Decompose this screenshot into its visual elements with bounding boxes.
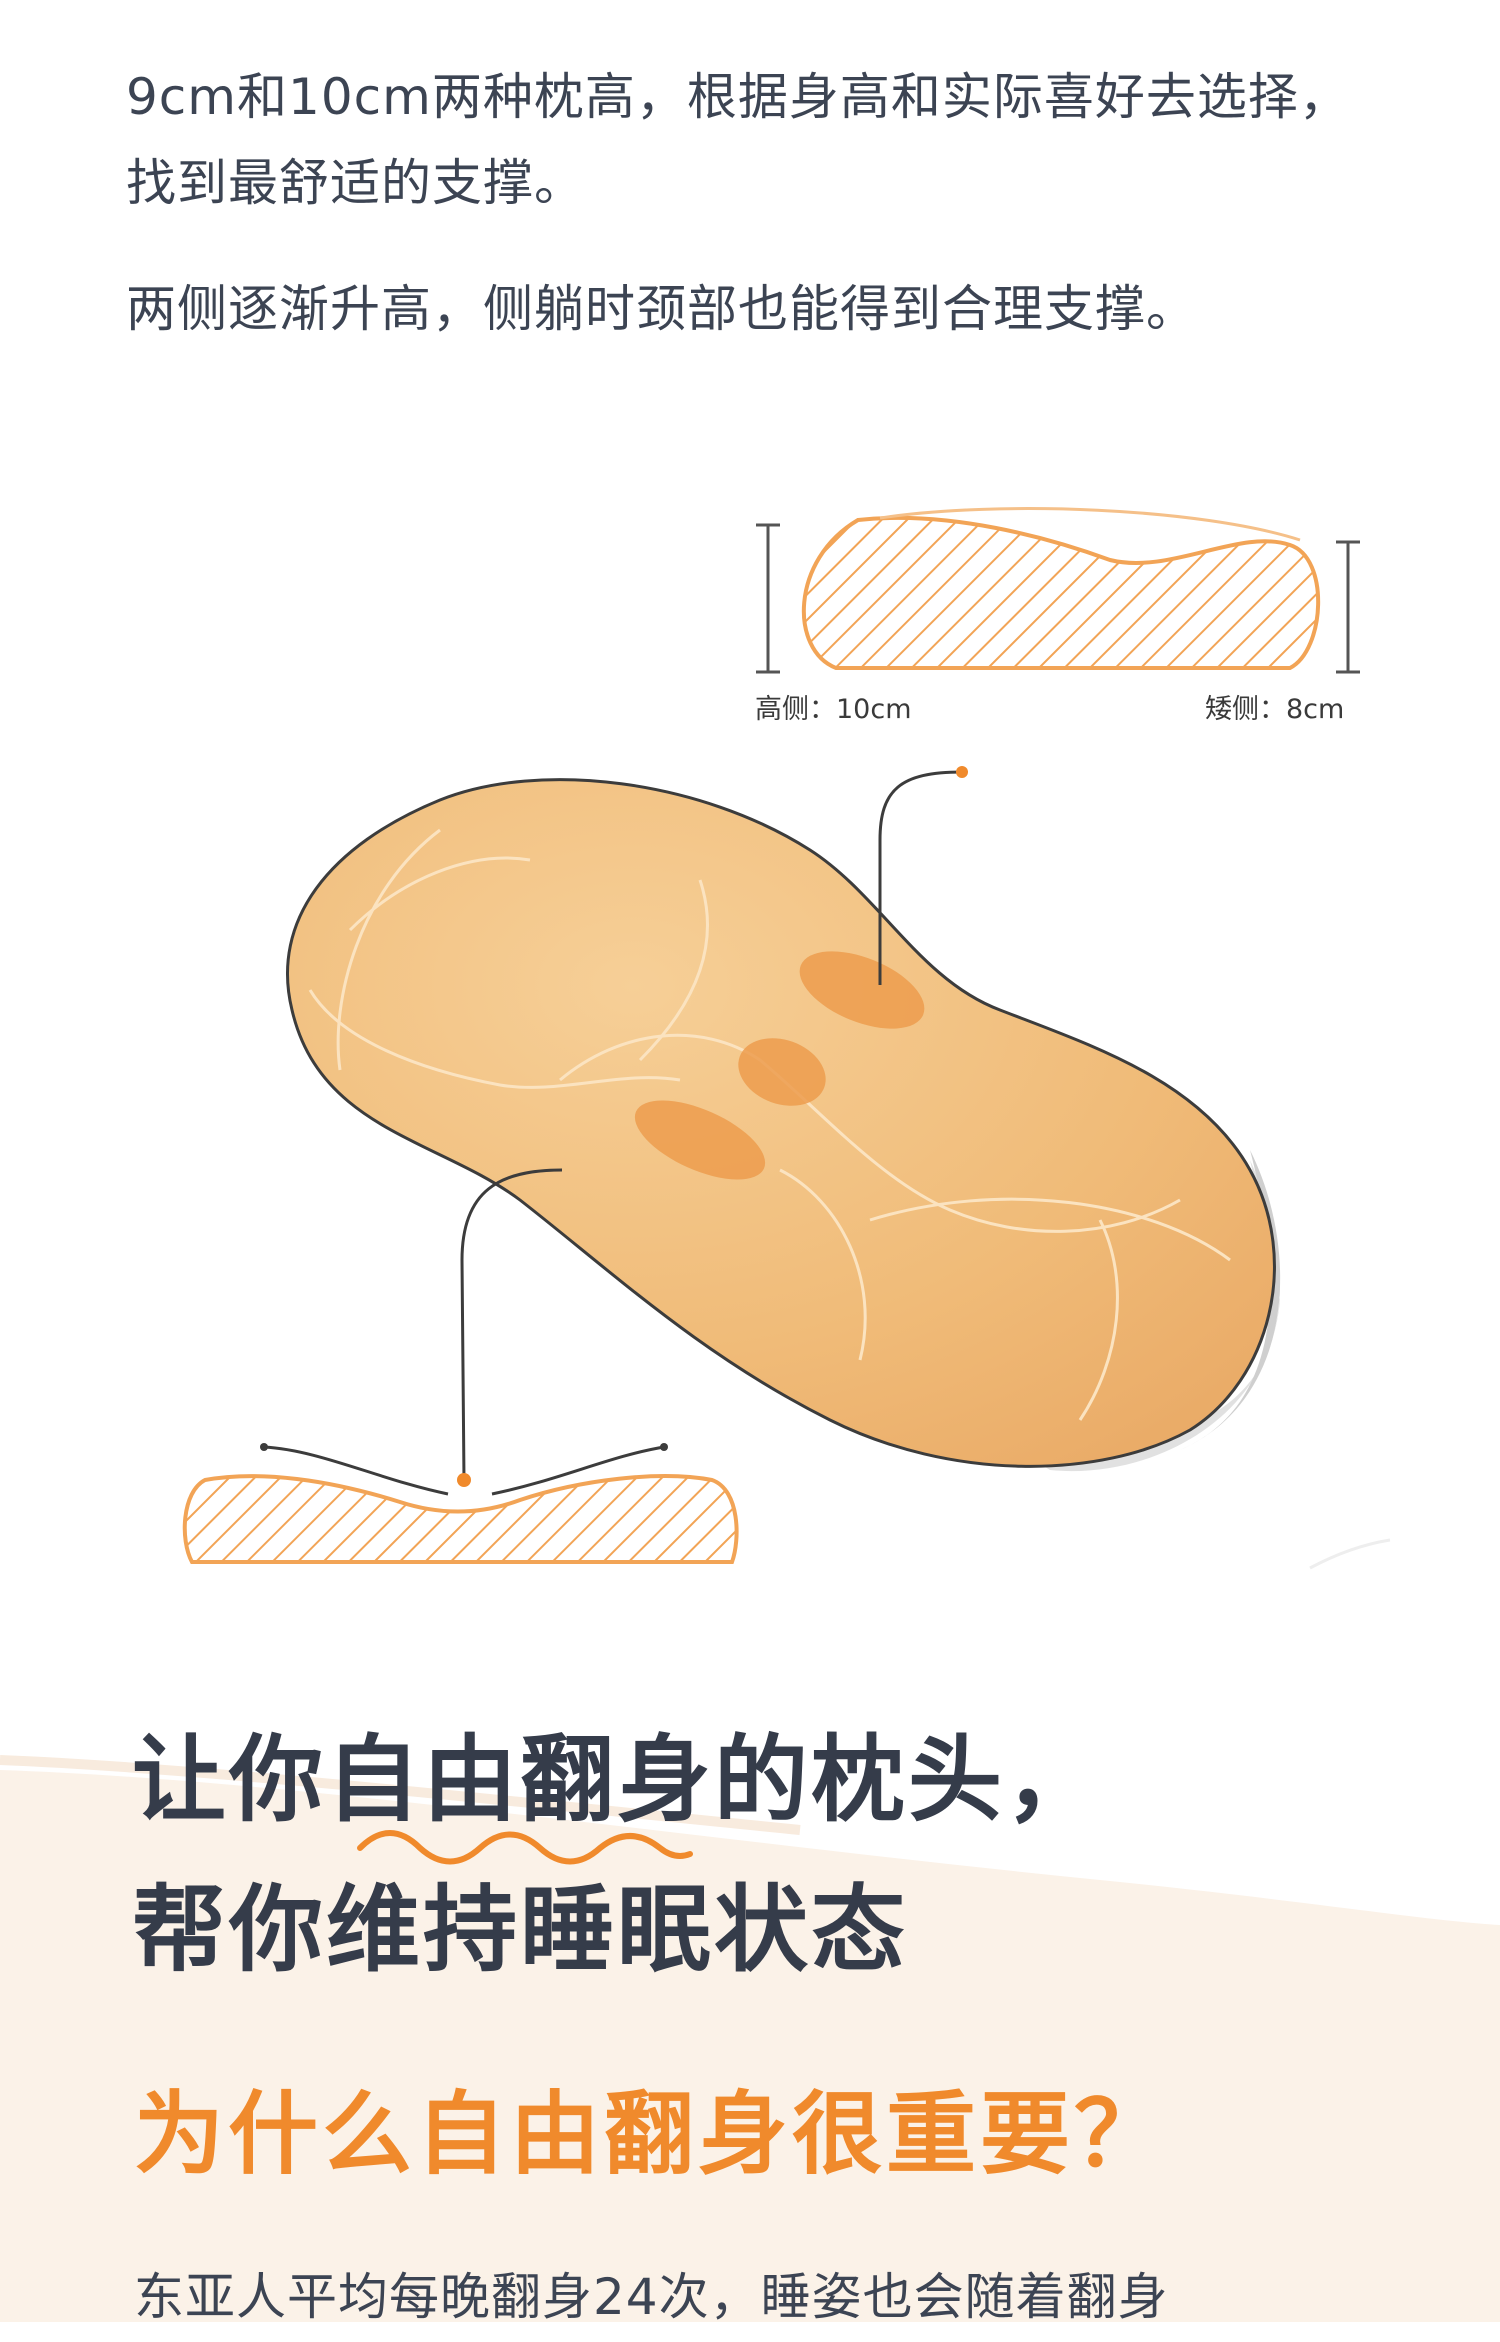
section-question: 为什么自由翻身很重要？	[134, 2082, 1168, 2187]
intro-paragraph-1: 9cm和10cm两种枕高，根据身高和实际喜好去选择，找到最舒适的支撑。	[126, 68, 1350, 212]
headline-line-2: 帮你维持睡眠状态	[132, 1876, 909, 1985]
wavy-underline	[357, 1830, 693, 1865]
high-side-label: 高侧：10cm	[755, 694, 912, 725]
top-cross-section	[756, 507, 1360, 674]
callout-line-top	[878, 770, 963, 985]
intro-paragraph-2: 两侧逐渐升高，侧躺时颈部也能得到合理支撑。	[126, 280, 1197, 338]
body-paragraph: 东亚人平均每晚翻身24次，睡姿也会随着翻身	[134, 2268, 1169, 2326]
bottom-cross-section	[182, 1443, 739, 1564]
pillow-body	[286, 778, 1276, 1468]
low-side-label: 矮侧：8cm	[1205, 694, 1344, 725]
callout-line-bottom	[460, 1168, 563, 1481]
headline-line-1: 让你自由翻身的枕头，	[132, 1726, 1103, 1835]
pillow-illustration: 高侧：10cm 矮侧：8cm	[182, 507, 1391, 1570]
